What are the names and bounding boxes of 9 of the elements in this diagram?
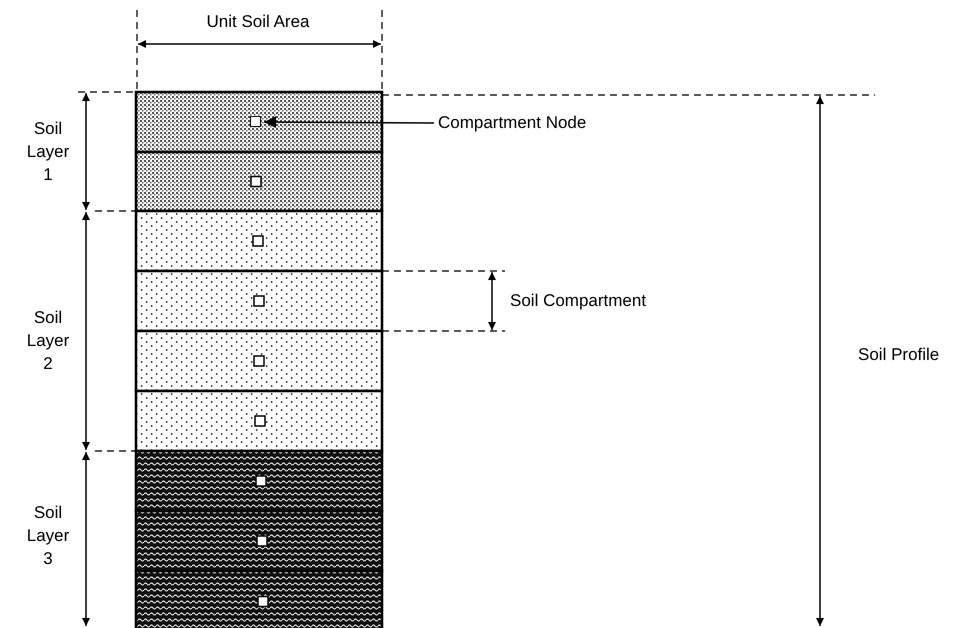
dimension-label: Soil Layer 1 bbox=[26, 118, 70, 186]
leader-line bbox=[264, 116, 434, 128]
dimension-label: Soil Layer 2 bbox=[26, 307, 70, 375]
dimension-label: Unit Soil Area bbox=[206, 11, 310, 33]
compartment-node-square bbox=[250, 116, 261, 127]
dimension-label: Soil Profile bbox=[858, 344, 940, 366]
dimension-label: Soil Compartment bbox=[510, 290, 648, 312]
callout-label: Compartment Node bbox=[438, 113, 586, 133]
dimension-label: Soil Layer 3 bbox=[26, 502, 70, 570]
